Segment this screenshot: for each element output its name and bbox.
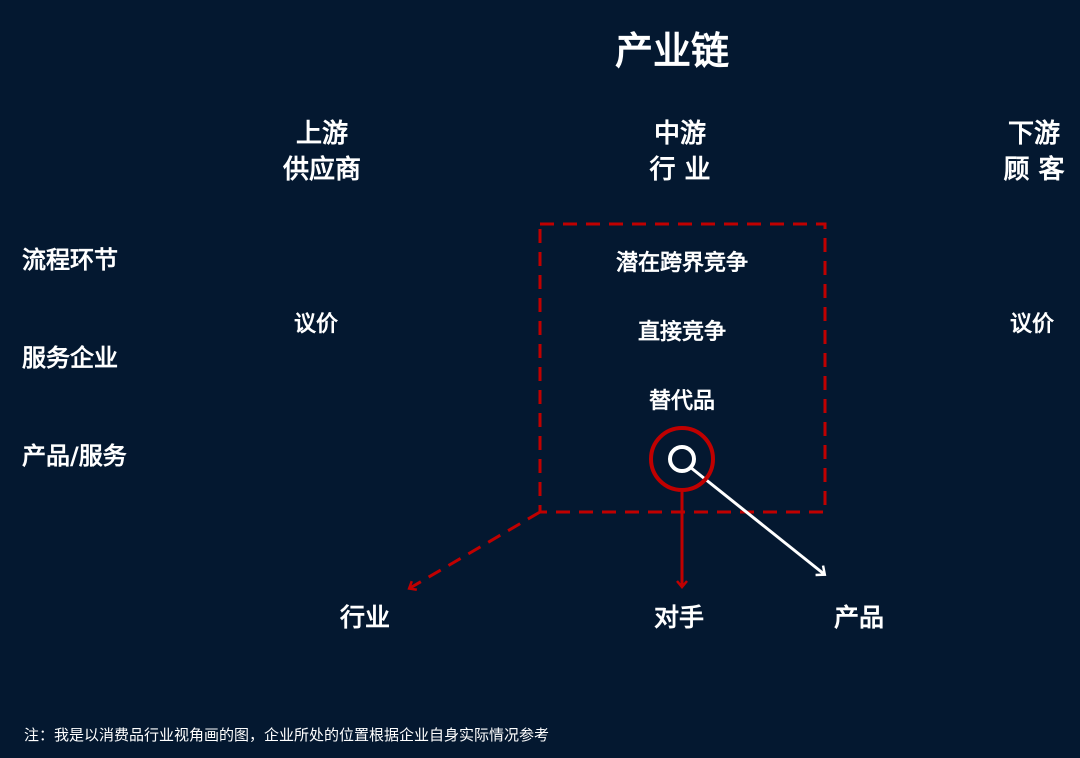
product-axis-arrow xyxy=(689,465,827,577)
bargaining-downstream: 议价 xyxy=(1010,312,1055,337)
column-upstream-stage: 上游 xyxy=(295,119,348,149)
box-item-substitutes: 替代品 xyxy=(648,389,715,414)
focus-ring-red xyxy=(649,426,715,492)
axis-label-rival: 对手 xyxy=(654,603,705,632)
row-label-process: 流程环节 xyxy=(22,246,118,274)
column-midstream-stage: 中游 xyxy=(653,119,706,149)
column-upstream: 上游 供应商 xyxy=(262,116,382,188)
box-item-direct-competition: 直接竞争 xyxy=(637,320,726,345)
column-midstream: 中游 行 业 xyxy=(620,116,740,188)
column-downstream: 下游 顾 客 xyxy=(974,116,1080,188)
diagram-title: 产业链 xyxy=(614,29,729,73)
column-upstream-role: 供应商 xyxy=(282,155,361,185)
focus-point-white xyxy=(668,445,696,473)
column-downstream-stage: 下游 xyxy=(1007,119,1060,149)
footnote: 注：我是以消费品行业视角画的图，企业所处的位置根据企业自身实际情况参考 xyxy=(24,726,550,744)
industry-axis-arrow xyxy=(407,510,541,592)
row-label-product-service: 产品/服务 xyxy=(22,442,127,470)
column-midstream-role: 行 业 xyxy=(649,155,711,185)
bargaining-upstream: 议价 xyxy=(294,312,339,337)
column-downstream-role: 顾 客 xyxy=(1003,155,1065,185)
axis-label-product: 产品 xyxy=(834,603,885,632)
box-item-cross-industry-competition: 潜在跨界竞争 xyxy=(615,251,748,276)
row-label-service-company: 服务企业 xyxy=(22,344,118,372)
axis-label-industry: 行业 xyxy=(340,603,391,632)
